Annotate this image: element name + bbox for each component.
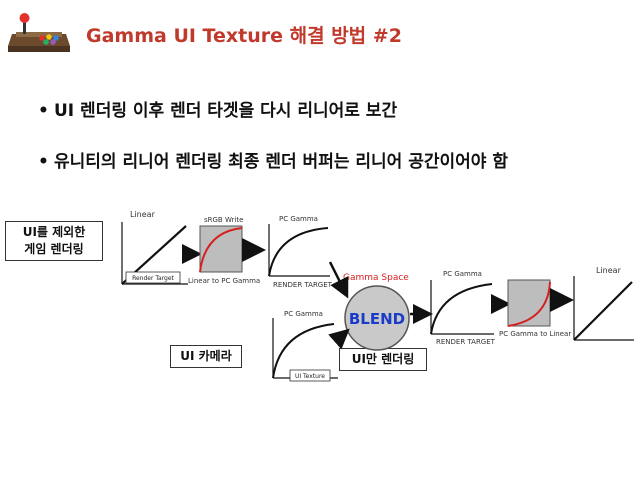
bullet-marker: • bbox=[38, 101, 49, 121]
gamma-curve bbox=[272, 323, 335, 379]
arcade-joystick-icon bbox=[8, 12, 70, 52]
flow-arrow bbox=[328, 328, 350, 350]
page-title: Gamma UI Texture 해결 방법 #2 bbox=[86, 25, 402, 47]
bullet-marker: • bbox=[38, 152, 49, 172]
bullet-item: •유니티의 리니어 렌더링 최종 렌더 버퍼는 리니어 공간이어야 함 bbox=[38, 147, 508, 172]
pc-to-linear-label: PC Gamma to Linear bbox=[499, 330, 571, 338]
graph-linear-title: Linear bbox=[130, 210, 156, 219]
bullet-text: UI 렌더링 이후 렌더 타겟을 다시 리니어로 보간 bbox=[54, 101, 398, 121]
ui-texture-tag-text: UI Texture bbox=[295, 373, 325, 380]
pc-gamma-title: PC Gamma bbox=[284, 310, 323, 318]
gamma-curve bbox=[268, 227, 329, 277]
render-target-caps-label: RENDER TARGET bbox=[273, 281, 333, 289]
blend-label: BLEND bbox=[349, 310, 405, 328]
ui-camera-label: UI 카메라 bbox=[170, 345, 242, 368]
linearize-curve-red bbox=[507, 281, 551, 327]
gamma-curve bbox=[430, 283, 493, 335]
game-render-label-line: 게임 렌더링 bbox=[24, 242, 84, 256]
pc-gamma-title: PC Gamma bbox=[279, 215, 318, 223]
render-target-tag-text: Render Target bbox=[132, 275, 174, 282]
bullet-text: 유니티의 리니어 렌더링 최종 렌더 버퍼는 리니어 공간이어야 함 bbox=[54, 152, 508, 172]
flow-arrow bbox=[328, 261, 349, 299]
linear-curve bbox=[573, 281, 633, 341]
render-target-caps-label: RENDER TARGET bbox=[436, 338, 496, 346]
game-render-label-line: UI를 제외한 bbox=[22, 225, 86, 239]
gamma-curve-red bbox=[199, 227, 243, 273]
blend-circle bbox=[344, 285, 410, 351]
gamma-space-label: Gamma Space bbox=[343, 273, 409, 283]
bullet-item: •UI 렌더링 이후 렌더 타겟을 다시 리니어로 보간 bbox=[38, 96, 397, 121]
srgb-write-title: sRGB Write bbox=[204, 216, 243, 224]
graph-linear-title: Linear bbox=[596, 266, 622, 275]
render-target-tag bbox=[125, 271, 181, 284]
pc-gamma-title: PC Gamma bbox=[443, 270, 482, 278]
ui-texture-tag bbox=[289, 369, 331, 382]
game-render-label: UI를 제외한 게임 렌더링 bbox=[5, 221, 103, 261]
linear-to-pc-label: Linear to PC Gamma bbox=[188, 277, 260, 285]
